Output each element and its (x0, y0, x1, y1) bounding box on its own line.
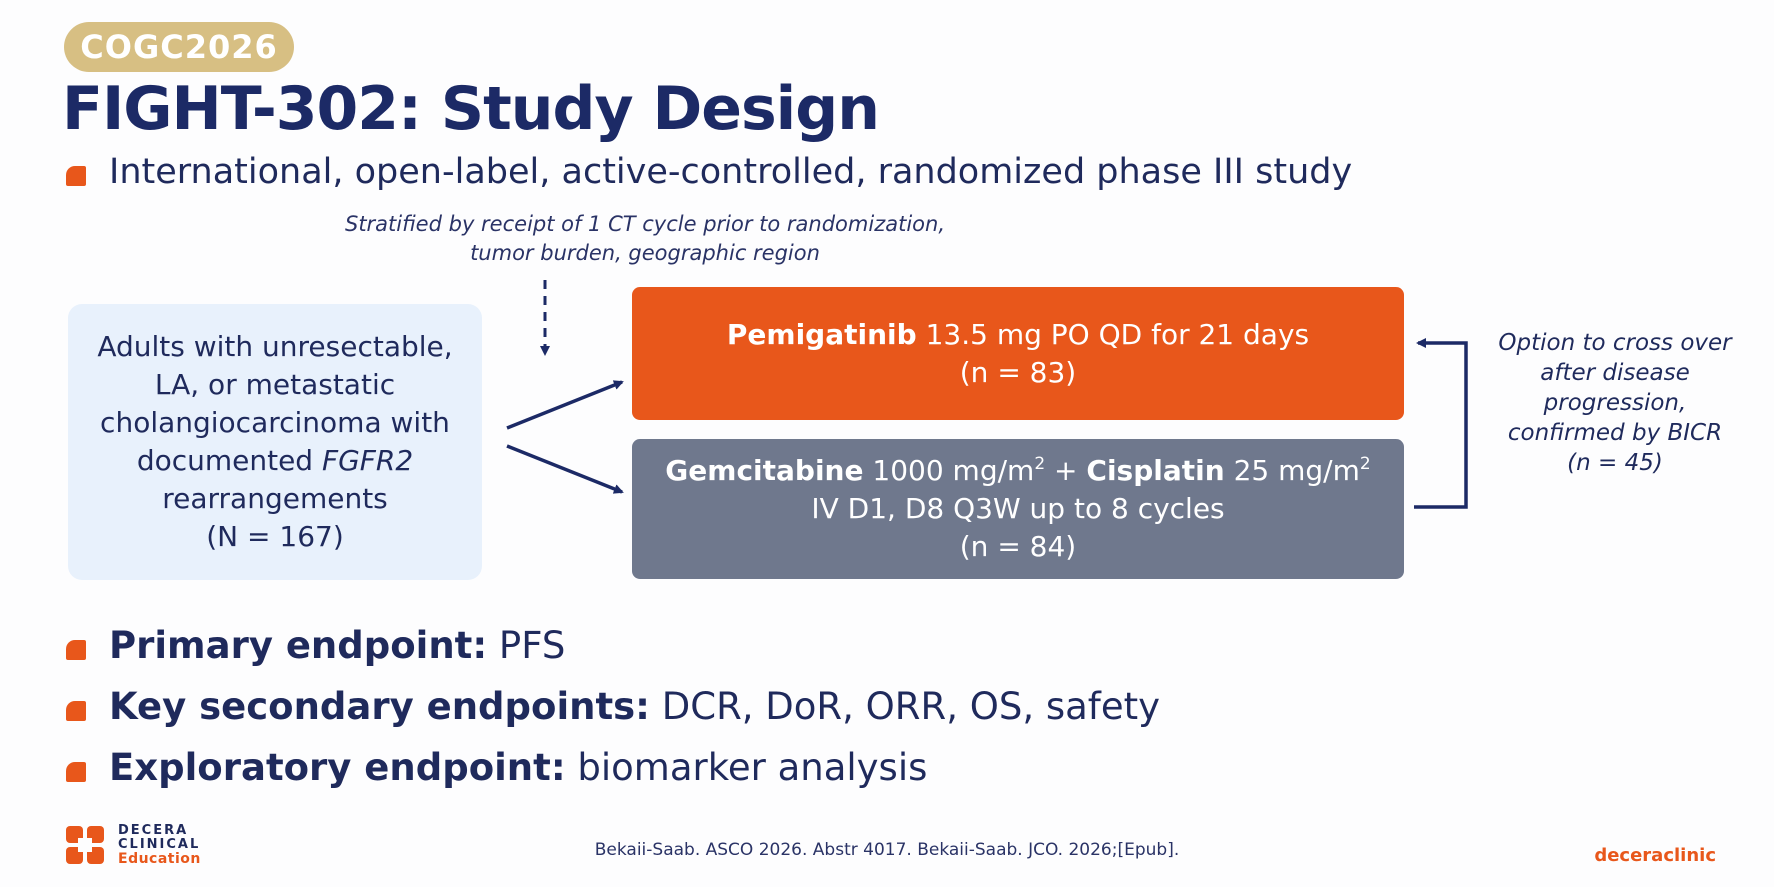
stratification-line: tumor burden, geographic region (470, 241, 820, 265)
crossover-line: progression, (1543, 390, 1687, 416)
endpoint-value: biomarker analysis (565, 746, 928, 789)
endpoint-label: Primary endpoint: (109, 624, 488, 667)
plus-sign: + (1045, 454, 1087, 487)
superscript: 2 (1359, 454, 1371, 474)
arm-schedule: IV D1, D8 Q3W up to 8 cycles (811, 492, 1225, 525)
population-box: Adults with unresectable, LA, or metasta… (68, 304, 482, 580)
endpoint-secondary: Key secondary endpoints: DCR, DoR, ORR, … (109, 685, 1160, 728)
arm-count: (n = 84) (959, 530, 1077, 563)
pemigatinib-arm-box: Pemigatinib 13.5 mg PO QD for 21 days (n… (632, 287, 1404, 420)
bullet-icon (66, 640, 86, 660)
population-count: (N = 167) (206, 520, 344, 553)
bullet-icon (66, 166, 86, 186)
decera-logo-icon (66, 826, 104, 864)
endpoint-label: Key secondary endpoints: (109, 685, 650, 728)
drug-name: Gemcitabine (665, 454, 864, 487)
logo-line: Education (118, 851, 201, 867)
logo-line: CLINICAL (118, 837, 201, 852)
stratification-note: Stratified by receipt of 1 CT cycle prio… (300, 210, 990, 268)
arm-regimen: Gemcitabine 1000 mg/m2 + Cisplatin 25 mg… (632, 452, 1404, 490)
crossover-line: Option to cross over (1498, 330, 1732, 356)
dose-text: 25 mg/m (1224, 454, 1360, 487)
endpoint-primary: Primary endpoint: PFS (109, 624, 565, 667)
population-line: rearrangements (162, 482, 388, 515)
drug-name: Cisplatin (1086, 454, 1225, 487)
population-text: documented (136, 444, 322, 477)
decera-logo-text: DECERA CLINICAL Education (118, 823, 201, 867)
crossover-line: confirmed by BICR (1507, 420, 1723, 446)
brand-wordmark: deceraclinic (1594, 845, 1716, 866)
randomize-arrow-upper (506, 380, 624, 430)
arm-regimen: Pemigatinib 13.5 mg PO QD for 21 days (632, 316, 1404, 354)
gene-name: FGFR2 (321, 444, 414, 477)
randomize-arrow-lower (506, 444, 624, 494)
superscript: 2 (1034, 454, 1046, 474)
crossover-count: (n = 45) (1567, 450, 1663, 476)
study-description: International, open-label, active-contro… (109, 152, 1353, 192)
stratification-line: Stratified by receipt of 1 CT cycle prio… (344, 212, 945, 236)
crossover-note: Option to cross over after disease progr… (1490, 328, 1740, 478)
bullet-icon (66, 701, 86, 721)
drug-name: Pemigatinib (726, 317, 917, 351)
dose-text: 1000 mg/m (863, 454, 1035, 487)
conference-badge: COGC2026 (64, 22, 294, 72)
citation: Bekaii-Saab. ASCO 2026. Abstr 4017. Beka… (594, 840, 1180, 860)
arm-count: (n = 83) (959, 355, 1077, 389)
crossover-line: after disease (1540, 360, 1690, 386)
bullet-icon (66, 762, 86, 782)
crossover-arrow (1414, 338, 1468, 509)
endpoint-value: PFS (487, 624, 566, 667)
endpoint-value: DCR, DoR, ORR, OS, safety (649, 685, 1160, 728)
chemotherapy-arm-box: Gemcitabine 1000 mg/m2 + Cisplatin 25 mg… (632, 439, 1404, 579)
population-line: Adults with unresectable, (97, 330, 453, 363)
population-line: documented FGFR2 (97, 442, 452, 480)
population-line: LA, or metastatic (154, 368, 396, 401)
dose-text: 13.5 mg PO QD for 21 days (916, 317, 1310, 351)
endpoint-exploratory: Exploratory endpoint: biomarker analysis (109, 746, 927, 789)
population-line: cholangiocarcinoma with (100, 406, 450, 439)
logo-line: DECERA (118, 823, 189, 838)
endpoint-label: Exploratory endpoint: (109, 746, 566, 789)
slide-title: FIGHT-302: Study Design (62, 74, 880, 144)
